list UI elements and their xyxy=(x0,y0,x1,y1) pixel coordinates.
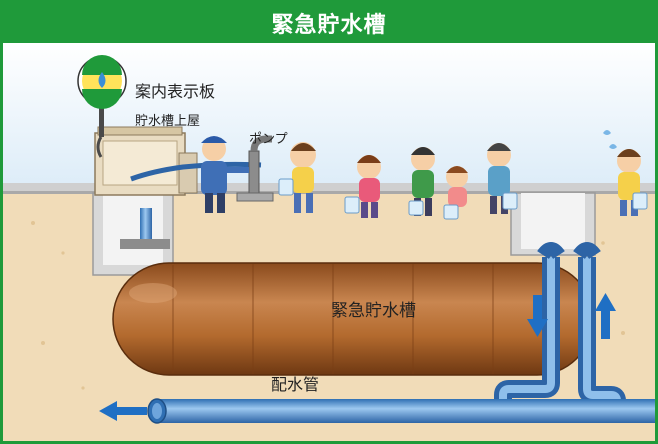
people-carrying-water xyxy=(278,130,648,220)
arrow-down-icon xyxy=(527,295,548,337)
label-pump: ポンプ xyxy=(249,132,288,147)
left-manhole xyxy=(92,192,174,276)
page-title: 緊急貯水槽 xyxy=(271,13,387,38)
pump-operator-figure xyxy=(201,136,249,213)
arrow-up-icon xyxy=(595,293,616,339)
hose xyxy=(130,161,262,182)
label-tank: 緊急貯水槽 xyxy=(331,301,416,321)
storage-house xyxy=(94,126,198,196)
label-signboard: 案内表示板 xyxy=(135,82,215,101)
header-bar: 緊急貯水槽 xyxy=(3,3,655,43)
label-storage-house: 貯水槽上屋 xyxy=(135,114,200,129)
inlet-outlet-pipes xyxy=(494,242,626,417)
guide-signboard xyxy=(77,55,127,158)
label-pipe: 配水管 xyxy=(271,375,319,394)
road-surface xyxy=(3,183,655,193)
emergency-water-tank xyxy=(112,262,594,376)
distribution-pipe xyxy=(147,398,655,424)
water-tank-scene: 案内表示板 貯水槽上屋 ポンプ 緊急貯水槽 配水管 xyxy=(3,43,655,441)
arrow-left-icon xyxy=(99,401,147,421)
scene-svg: 案内表示板 貯水槽上屋 ポンプ 緊急貯水槽 配水管 xyxy=(3,43,655,441)
pump xyxy=(236,135,274,202)
water-drop-sign-icon xyxy=(98,72,106,88)
